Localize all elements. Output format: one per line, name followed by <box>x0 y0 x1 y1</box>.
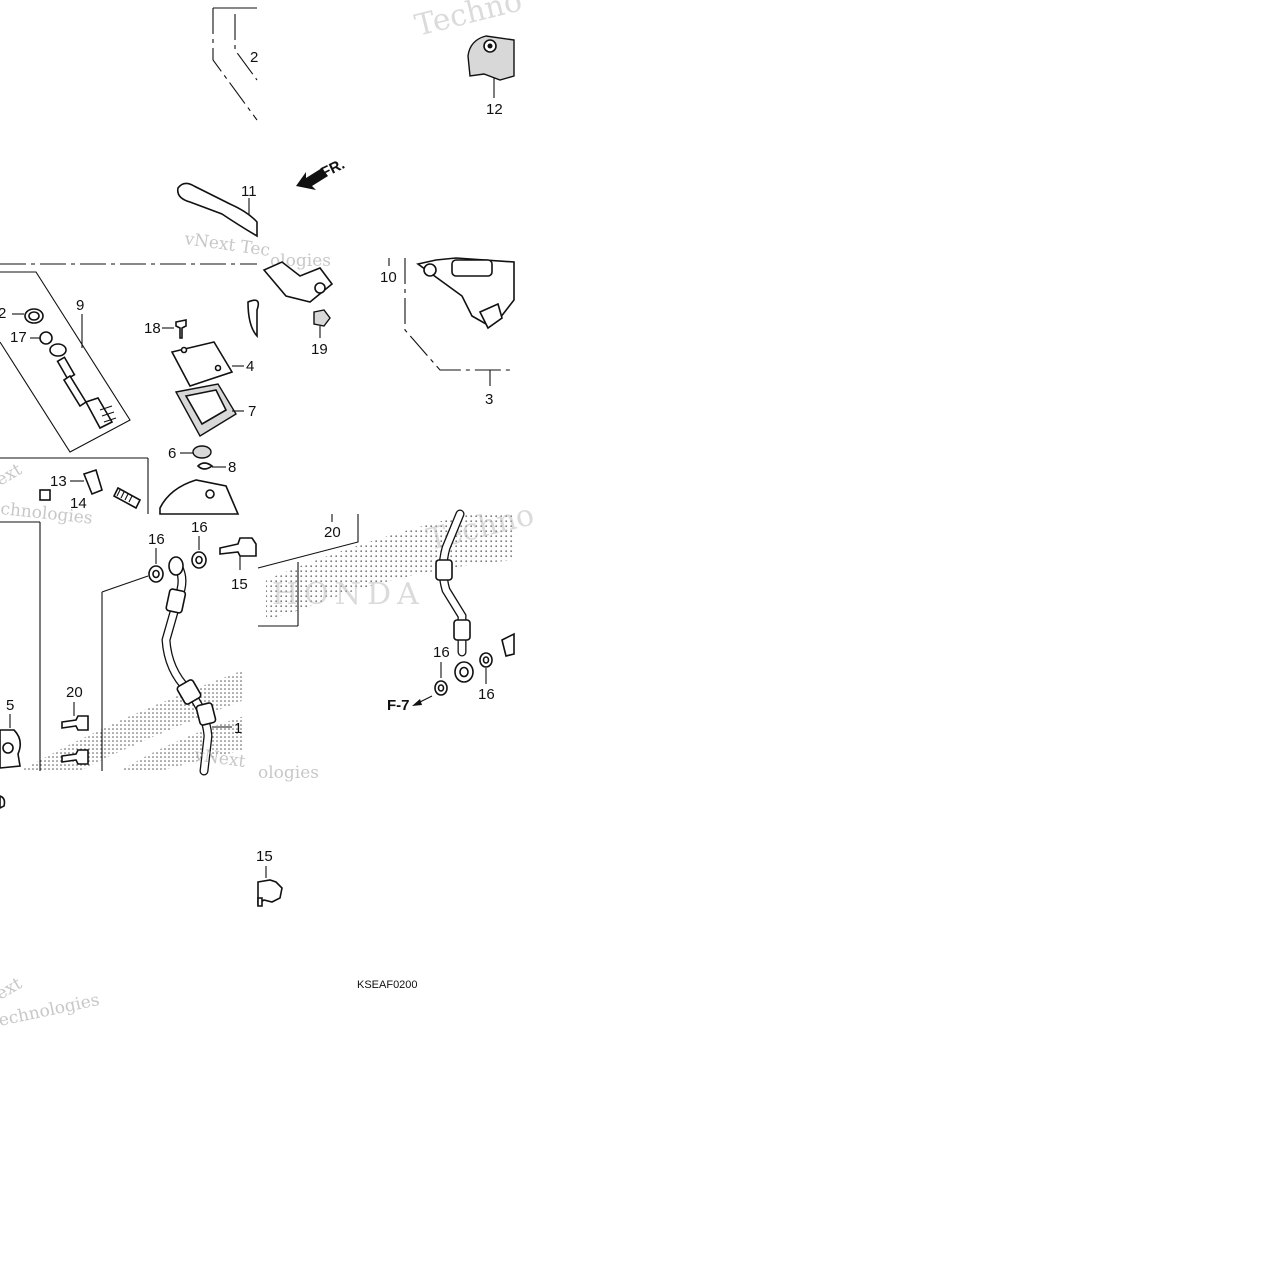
part-label-12: 12 <box>486 101 503 118</box>
part-label-13: 13 <box>50 473 67 490</box>
honda-watermark: HONDA <box>272 577 425 612</box>
brake-hose-lower <box>435 509 474 683</box>
watermark-text: vNext Tec <box>182 229 271 261</box>
part-label-8: 8 <box>228 459 236 476</box>
part-label-16: 16 <box>433 644 450 661</box>
part-label-16: 16 <box>191 519 208 536</box>
tile-top-middle: Techno 12 FR. <box>296 0 526 190</box>
tile-bottom-left: ext echnologies <box>0 795 101 1031</box>
watermark-text: ext <box>0 974 26 1005</box>
part-label-2: 2 <box>250 49 258 66</box>
diagram-code: KSEAF0200 <box>357 979 418 991</box>
part-label-20: 20 <box>66 684 83 701</box>
part-label-16: 16 <box>148 531 165 548</box>
part-label-6: 6 <box>168 445 176 462</box>
part-label-15: 15 <box>256 848 273 865</box>
part-label-15: 15 <box>231 576 248 593</box>
clamp-holder <box>467 35 515 81</box>
part-label-2-secondary: 2 <box>0 305 6 322</box>
part-label-9: 9 <box>76 297 84 314</box>
tile-lower-center: HONDA Techno 20 16 16 F-7 ologies <box>257 497 538 783</box>
part-label-1: 1 <box>234 720 242 737</box>
watermark-text: ext <box>0 460 26 491</box>
part-label-16: 16 <box>478 686 495 703</box>
front-direction-arrow: FR. <box>296 156 347 190</box>
figure-reference: F-7 <box>387 697 410 714</box>
part-label-14: 14 <box>70 495 87 512</box>
tile-lower-left: 5 20 16 16 15 <box>0 519 257 776</box>
part-label-17: 17 <box>10 329 27 346</box>
part-label-20: 20 <box>324 524 341 541</box>
part-label-5: 5 <box>6 697 14 714</box>
part-label-19: 19 <box>311 341 328 358</box>
part-label-18: 18 <box>144 320 161 337</box>
tile-top-left: 2 11 vNext Tec <box>176 7 271 261</box>
tile-middle-left: 9 2 17 13 14 4 18 <box>0 263 260 529</box>
part-label-4: 4 <box>246 358 254 375</box>
part-label-3: 3 <box>485 391 493 408</box>
tile-center: ologies 19 10 3 <box>262 251 515 408</box>
tile-bottom-center: 15 KSEAF0200 <box>256 848 418 991</box>
part-label-10: 10 <box>380 269 397 286</box>
watermark-text: ologies <box>258 763 319 783</box>
part-label-7: 7 <box>248 403 256 420</box>
brake-hose <box>161 556 217 776</box>
part-label-11: 11 <box>241 183 257 200</box>
brake-lever <box>176 182 258 238</box>
watermark-text: Techno <box>411 0 525 44</box>
